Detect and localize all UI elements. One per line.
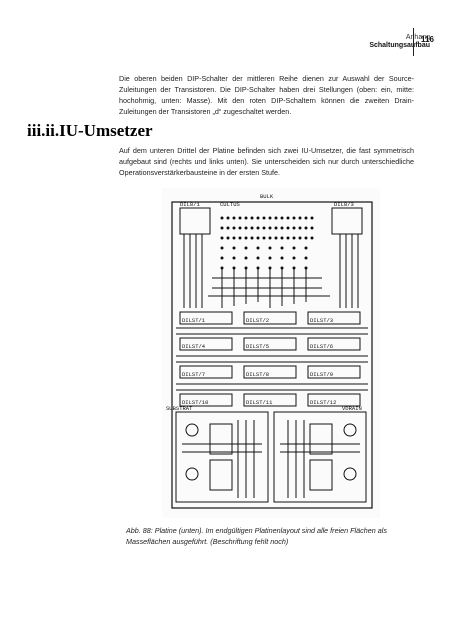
header-divider [413, 28, 414, 56]
figure-caption: Abb. 88: Platine (unten). Im endgültigen… [126, 526, 387, 546]
label-dilsw-12: DILST/12 [310, 399, 336, 406]
pcb-layout-drawing: BULK DIL8/1 CULTUS DIL8/3 DILST/1 DILST/… [162, 188, 380, 518]
label-dil8-3: DIL8/3 [334, 201, 354, 208]
label-dilsw-6: DILST/6 [310, 343, 333, 350]
label-dilsw-10: DILST/10 [182, 399, 208, 406]
label-dilsw-7: DILST/7 [182, 371, 205, 378]
label-dilsw-3: DILST/3 [310, 317, 333, 324]
paragraph-dip-switches: Die oberen beiden DIP-Schalter der mittl… [119, 74, 414, 116]
label-bulk: BULK [260, 193, 274, 200]
label-dilsw-9: DILST/9 [310, 371, 333, 378]
label-dilsw-2: DILST/2 [246, 317, 269, 324]
label-dilsw-11: DILST/11 [246, 399, 273, 406]
pcb-layout-figure: BULK DIL8/1 CULTUS DIL8/3 DILST/1 DILST/… [162, 188, 380, 518]
label-cultus: CULTUS [220, 201, 241, 208]
label-dilsw-5: DILST/5 [246, 343, 269, 350]
label-dilsw-8: DILST/8 [246, 371, 269, 378]
label-dilsw-4: DILST/4 [182, 343, 206, 350]
label-dilsw-1: DILST/1 [182, 317, 206, 324]
label-vdrain: VDRAIN [342, 405, 362, 412]
running-header: Anhang Schaltungsaufbau [369, 34, 430, 49]
header-section: Anhang [405, 34, 430, 41]
paragraph-iu-converter: Auf dem unteren Drittel der Platine befi… [119, 146, 414, 177]
section-heading: iii.ii.IU-Umsetzer [27, 121, 153, 140]
page-number: 116 [421, 35, 434, 44]
label-dil8-1: DIL8/1 [180, 201, 201, 208]
label-substrat: SUBSTRAT [166, 405, 193, 412]
header-subsection: Schaltungsaufbau [369, 42, 430, 49]
